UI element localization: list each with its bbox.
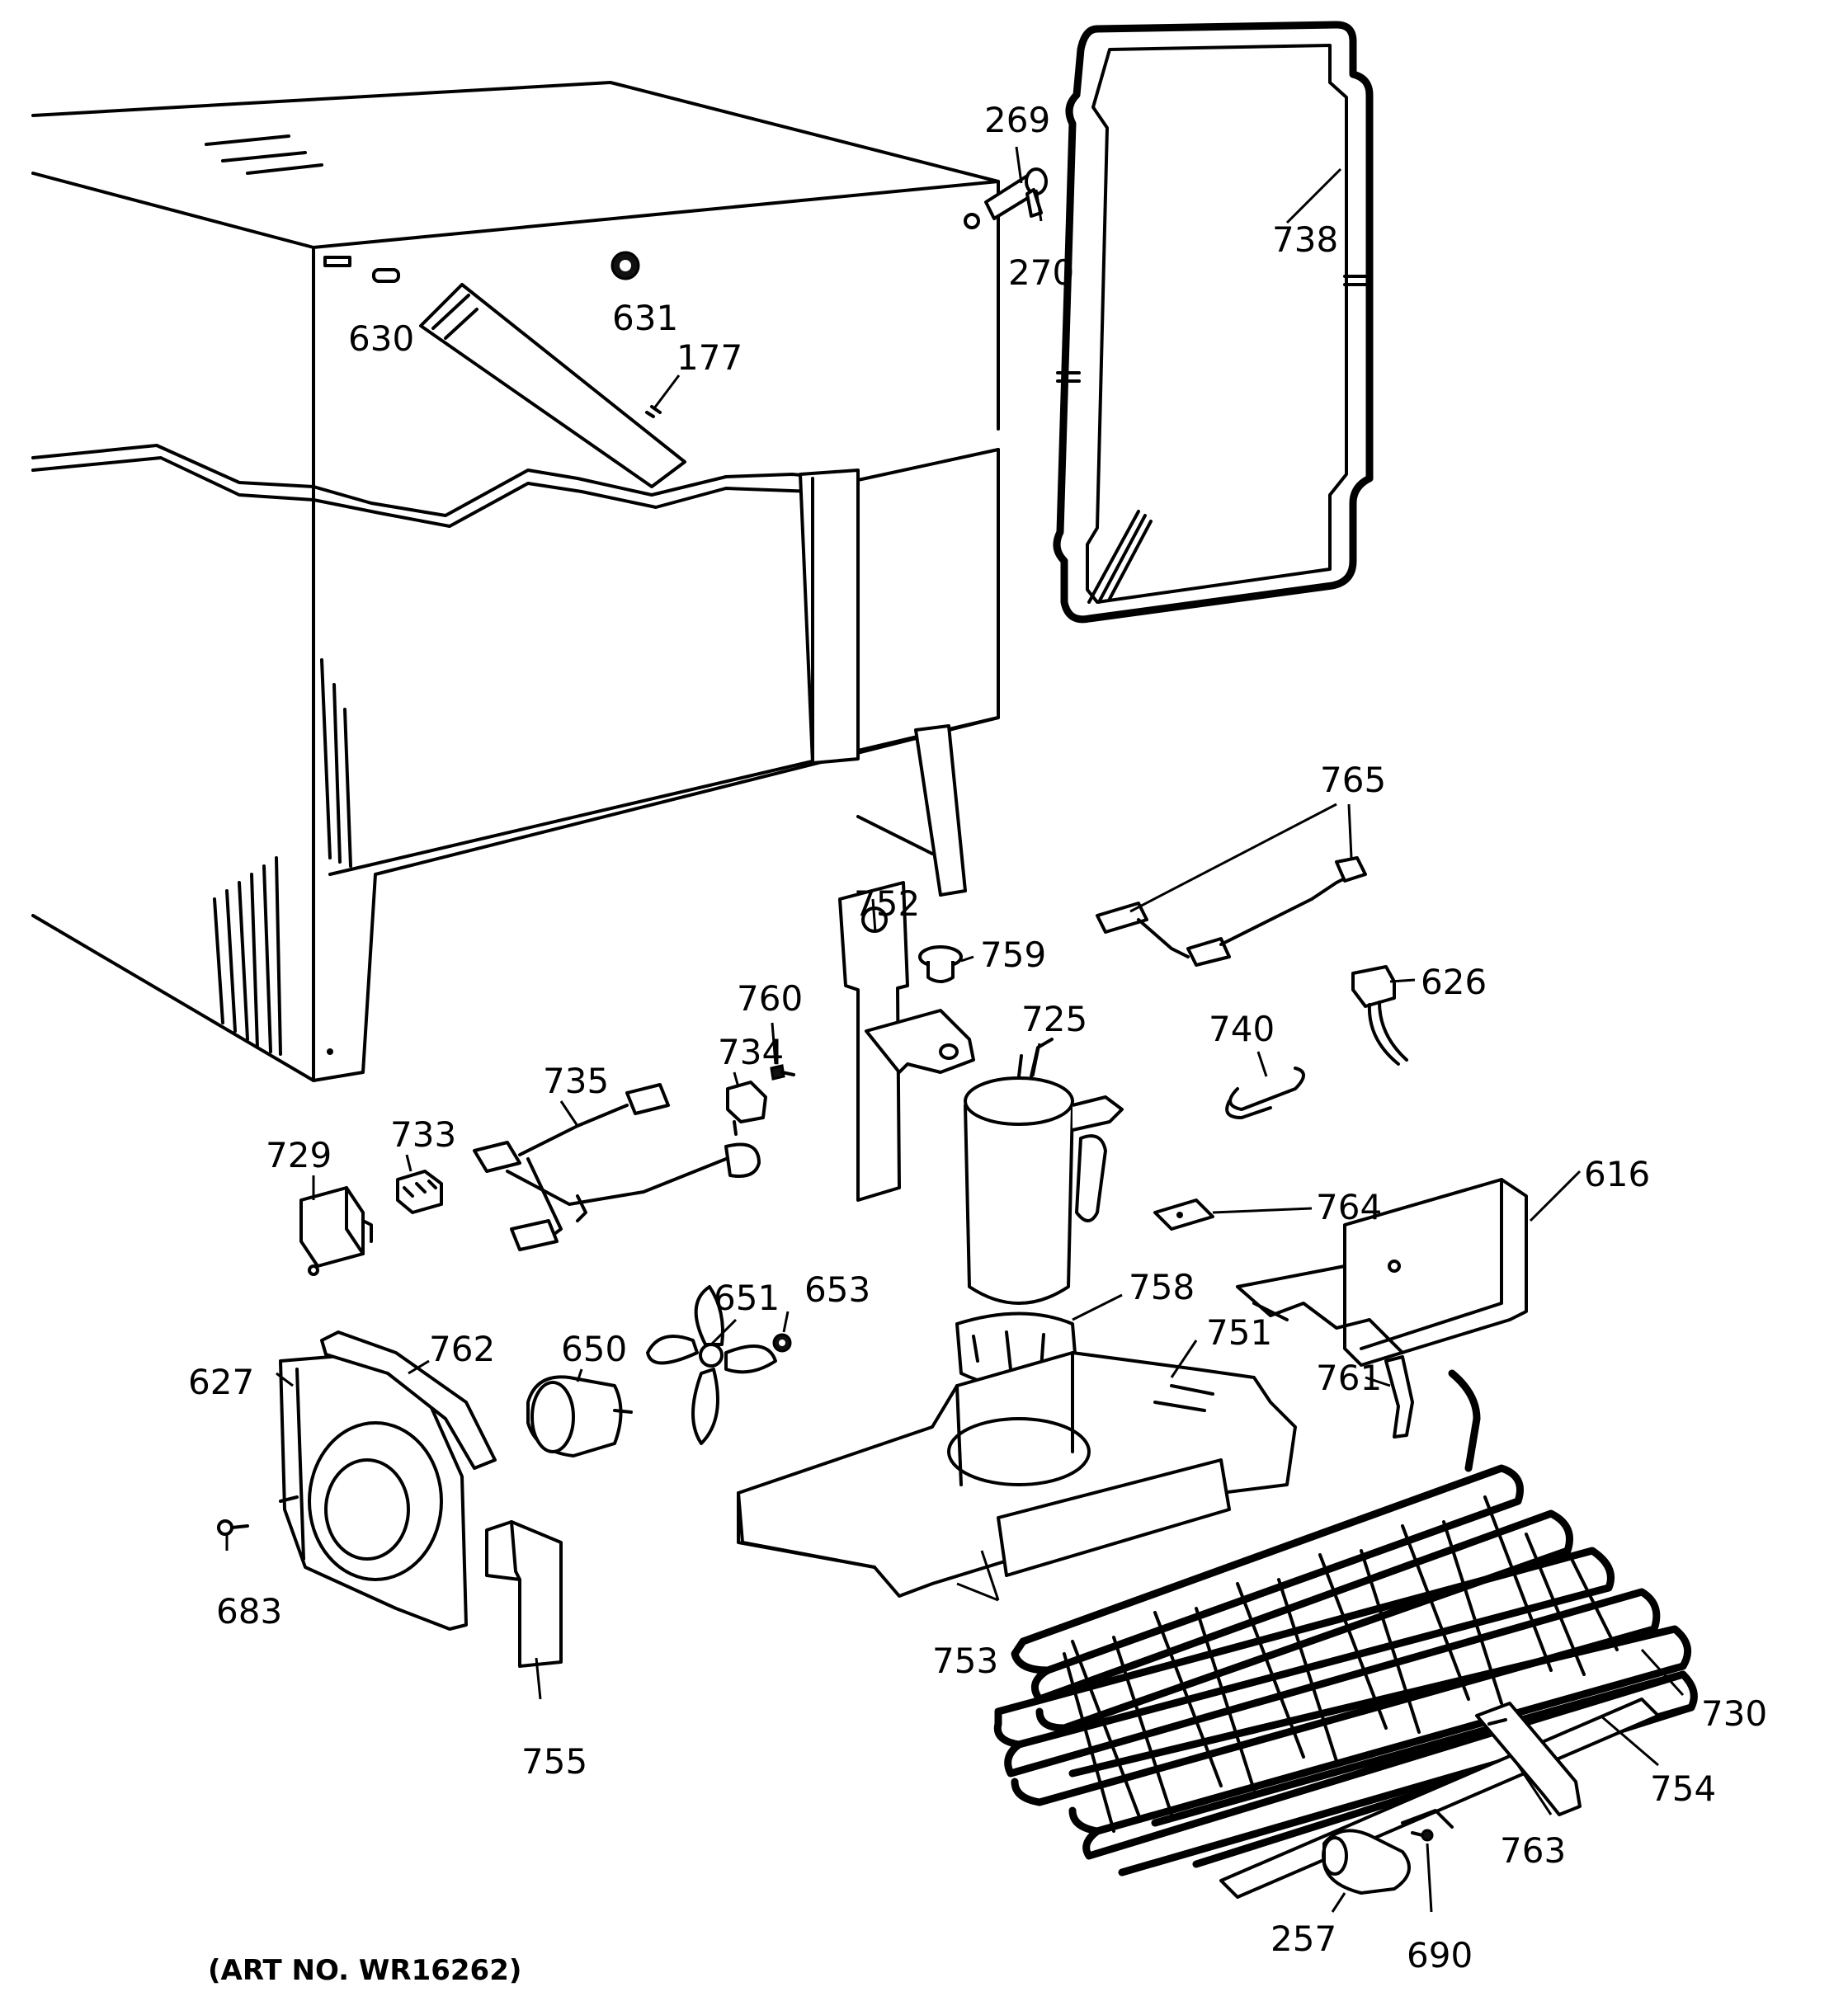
overload-626-part [1351,965,1408,1066]
compressor-725-part [964,1038,1124,1305]
label-270: 270 [1008,252,1074,293]
label-725: 725 [1021,999,1087,1039]
label-753: 753 [932,1641,998,1681]
label-626: 626 [1421,962,1487,1002]
screw-760-part [770,1064,795,1081]
label-177: 177 [676,337,742,378]
terminal-733-part [396,1170,443,1214]
grommet-759-part [918,945,963,983]
leader-lines [225,146,1685,1913]
label-630: 630 [348,318,414,359]
label-760: 760 [737,978,803,1019]
label-631: 631 [612,298,678,338]
label-762: 762 [429,1329,495,1369]
defrost-timer-729-part [299,1186,373,1276]
baffle-755-part [485,1520,563,1668]
label-616: 616 [1584,1154,1650,1194]
condenser-730-part [993,1369,1698,1877]
door-gasket-738-part [1053,21,1374,624]
label-653: 653 [804,1269,870,1310]
fan-shroud-627-part [279,1351,468,1631]
label-758: 758 [1129,1267,1195,1307]
label-752: 752 [854,883,920,924]
label-729: 729 [266,1135,332,1175]
label-761: 761 [1316,1358,1382,1398]
seal-strip-762-part [320,1330,497,1470]
relay-734-part [726,1081,767,1136]
strap-763-part [1475,1702,1582,1816]
label-764: 764 [1316,1187,1382,1227]
label-759: 759 [980,935,1046,975]
freezer-cabinet [31,81,1000,1082]
label-257: 257 [1270,1919,1336,1959]
label-733: 733 [390,1114,456,1155]
label-690: 690 [1407,1935,1473,1975]
label-735: 735 [543,1061,609,1101]
label-740: 740 [1209,1009,1275,1049]
wiring-harness-735-part [473,1083,761,1251]
fan-blade-651-part [646,1285,777,1445]
label-738: 738 [1272,219,1338,260]
fan-motor-650-part [526,1375,633,1457]
label-755: 755 [521,1741,587,1782]
harness-765-part [1096,856,1367,967]
label-627: 627 [188,1362,254,1402]
label-730: 730 [1701,1693,1767,1734]
label-765: 765 [1320,760,1386,800]
wire-740-part [1225,1067,1305,1119]
label-763: 763 [1500,1830,1566,1871]
label-754: 754 [1650,1768,1716,1809]
part-labels: 269 270 738 630 631 177 765 752 760 759 … [188,100,1767,1987]
clip-761-part [1384,1355,1414,1439]
base-pan-751-part [737,1351,1297,1598]
label-734: 734 [718,1032,784,1072]
compressor-bracket-752-part [838,881,975,1202]
screw-690-part [1411,1829,1434,1842]
nut-653-part [772,1333,792,1353]
label-651: 651 [714,1278,780,1318]
label-650: 650 [561,1329,627,1369]
label-269: 269 [984,100,1050,140]
label-683: 683 [216,1591,282,1632]
capacitor-257-part [1322,1829,1411,1895]
label-751: 751 [1206,1312,1272,1353]
drain-pan-616-part [1236,1178,1528,1367]
clip-764-part [1153,1198,1214,1231]
art-number: (ART NO. WR16262) [208,1954,521,1987]
screw-683-part [217,1519,249,1536]
